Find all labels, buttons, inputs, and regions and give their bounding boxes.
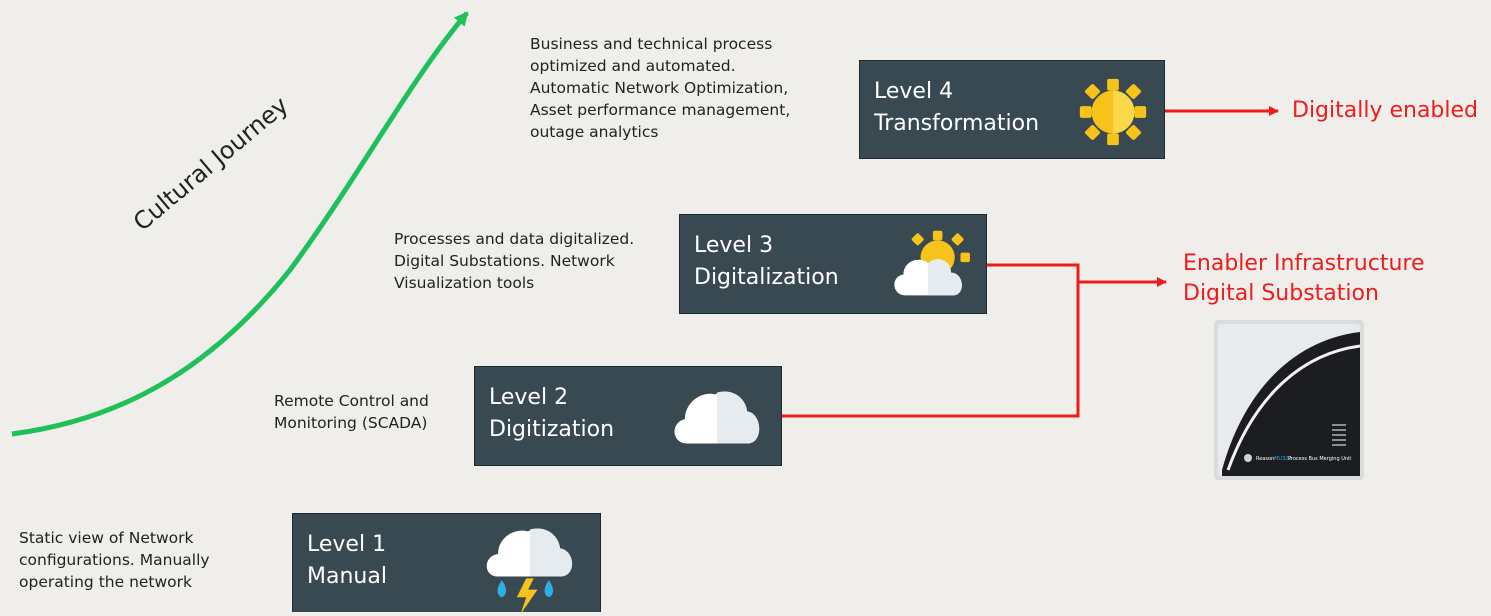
level3-description: Processes and data digitalized. Digital … — [394, 228, 634, 294]
level2-description-line: Remote Control and — [274, 392, 429, 410]
level3-box: Level 3 Digitalization — [679, 214, 987, 314]
level4-box: Level 4 Transformation — [859, 60, 1165, 159]
level3-description-line: Visualization tools — [394, 274, 535, 292]
digitally-enabled-text: Digitally enabled — [1292, 98, 1479, 123]
level2-description-line: Monitoring (SCADA) — [274, 414, 428, 432]
level1-description-line: Static view of Network — [19, 529, 194, 547]
level4-description-line: Business and technical process — [530, 35, 773, 53]
storm-cloud-icon — [486, 528, 573, 615]
sun-icon — [1079, 78, 1147, 146]
level4-number: Level 4 — [874, 79, 954, 104]
level4-description: Business and technical process optimized… — [530, 33, 790, 143]
level3-connector-line — [987, 263, 1080, 282]
level1-box: Level 1 Manual — [292, 513, 601, 615]
digitally-enabled-label: Digitally enabled — [1292, 96, 1478, 126]
level3-description-line: Digital Substations. Network — [394, 252, 615, 270]
level2-box: Level 2 Digitization — [474, 366, 782, 466]
level4-description-line: outage analytics — [530, 123, 659, 141]
enabler-infrastructure-label: Enabler Infrastructure Digital Substatio… — [1183, 249, 1425, 309]
level4-description-line: optimized and automated. — [530, 57, 736, 75]
level1-name: Manual — [307, 564, 387, 589]
level2-connector-line — [782, 282, 1080, 418]
level3-number: Level 3 — [694, 233, 774, 258]
level4-description-line: Automatic Network Optimization, — [530, 79, 789, 97]
level3-description-line: Processes and data digitalized. — [394, 230, 635, 248]
enabler-line: Digital Substation — [1183, 281, 1379, 306]
level2-number: Level 2 — [489, 385, 569, 410]
device-caption: Process Bus Merging Unit — [1288, 456, 1351, 462]
device-brand: Reason — [1256, 456, 1274, 462]
level2-description: Remote Control and Monitoring (SCADA) — [274, 390, 429, 434]
device-model: MU320 — [1274, 456, 1292, 462]
level4-name: Transformation — [874, 111, 1040, 136]
cloud-icon — [674, 391, 760, 444]
enabler-line: Enabler Infrastructure — [1183, 251, 1425, 276]
level1-description-line: operating the network — [19, 573, 193, 591]
level2-name: Digitization — [489, 417, 615, 442]
merging-unit-device-image: Reason MU320 Process Bus Merging Unit — [1214, 320, 1364, 480]
level1-description-line: configurations. Manually — [19, 551, 210, 569]
level1-number: Level 1 — [307, 532, 387, 557]
cultural-journey-arrow — [11, 11, 469, 437]
sun-behind-cloud-icon — [894, 230, 970, 296]
level1-description: Static view of Network configurations. M… — [19, 527, 210, 593]
level3-name: Digitalization — [694, 265, 839, 290]
level4-description-line: Asset performance management, — [530, 101, 791, 119]
